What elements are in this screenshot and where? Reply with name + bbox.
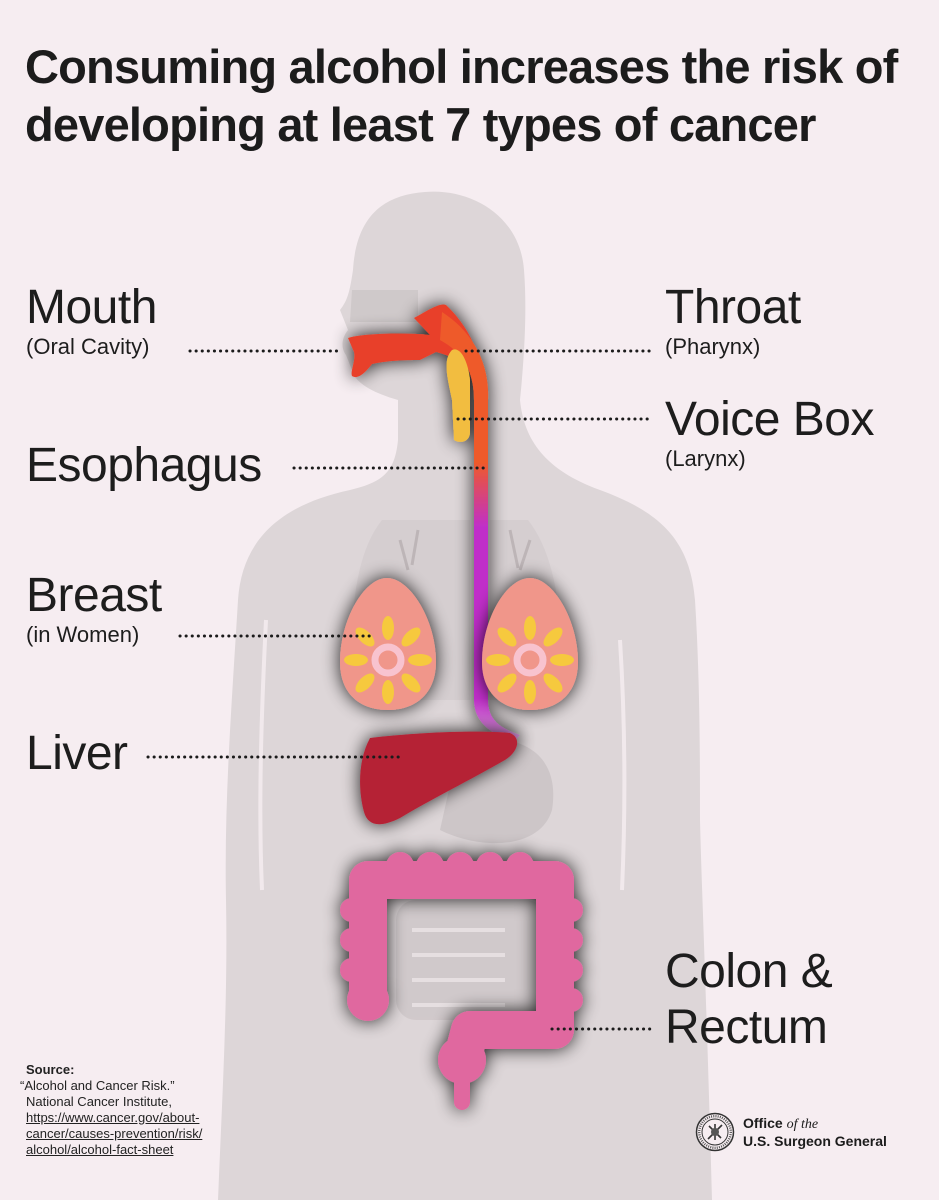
label-liver: Liver [26, 728, 128, 780]
source-citation: Source: “Alcohol and Cancer Risk.” Natio… [20, 1062, 203, 1158]
label-breast-name: Breast [26, 569, 162, 622]
label-throat-detail: (Pharynx) [665, 334, 761, 359]
source-link-line3[interactable]: alcohol/alcohol-fact-sheet [26, 1142, 174, 1157]
liver-organ [360, 731, 518, 825]
label-colon-line2: Rectum [665, 1001, 828, 1054]
source-publisher: National Cancer Institute, [26, 1094, 172, 1109]
label-esophagus: Esophagus [26, 440, 262, 492]
label-mouth-detail: (Oral Cavity) [26, 334, 150, 359]
breast-flower-left [344, 616, 432, 704]
label-liver-name: Liver [26, 727, 128, 780]
label-colon-line1: Colon & [665, 945, 833, 998]
label-mouth: Mouth (Oral Cavity) [26, 282, 157, 360]
source-title: “Alcohol and Cancer Risk.” [20, 1078, 175, 1093]
label-colon: Colon & Rectum [665, 945, 833, 1054]
label-throat: Throat (Pharynx) [665, 282, 801, 360]
source-link-line1[interactable]: https://www.cancer.gov/about- [26, 1110, 200, 1125]
label-breast-detail: (in Women) [26, 622, 140, 647]
colon-organ [340, 852, 583, 1110]
org-of-the: of the [786, 1117, 819, 1132]
org-office: Office [743, 1115, 783, 1131]
throat-organ [440, 312, 520, 742]
page-title: Consuming alcohol increases the risk of … [25, 40, 898, 151]
label-esophagus-name: Esophagus [26, 439, 262, 492]
breast-flower-right [486, 616, 574, 704]
source-heading: Source: [26, 1062, 75, 1077]
surgeon-general-seal-icon [695, 1112, 735, 1152]
label-throat-name: Throat [665, 281, 801, 334]
label-mouth-name: Mouth [26, 281, 157, 334]
label-breast: Breast (in Women) [26, 570, 162, 648]
org-name: U.S. Surgeon General [743, 1133, 887, 1149]
source-link-line2[interactable]: cancer/causes-prevention/risk/ [26, 1126, 203, 1141]
small-intestine [396, 900, 546, 1020]
label-voice-box-name: Voice Box [665, 393, 874, 446]
label-voice-box-detail: (Larynx) [665, 446, 746, 471]
surgeon-general-logo: Office of the U.S. Surgeon General [695, 1112, 887, 1152]
label-voice-box: Voice Box (Larynx) [665, 394, 874, 472]
